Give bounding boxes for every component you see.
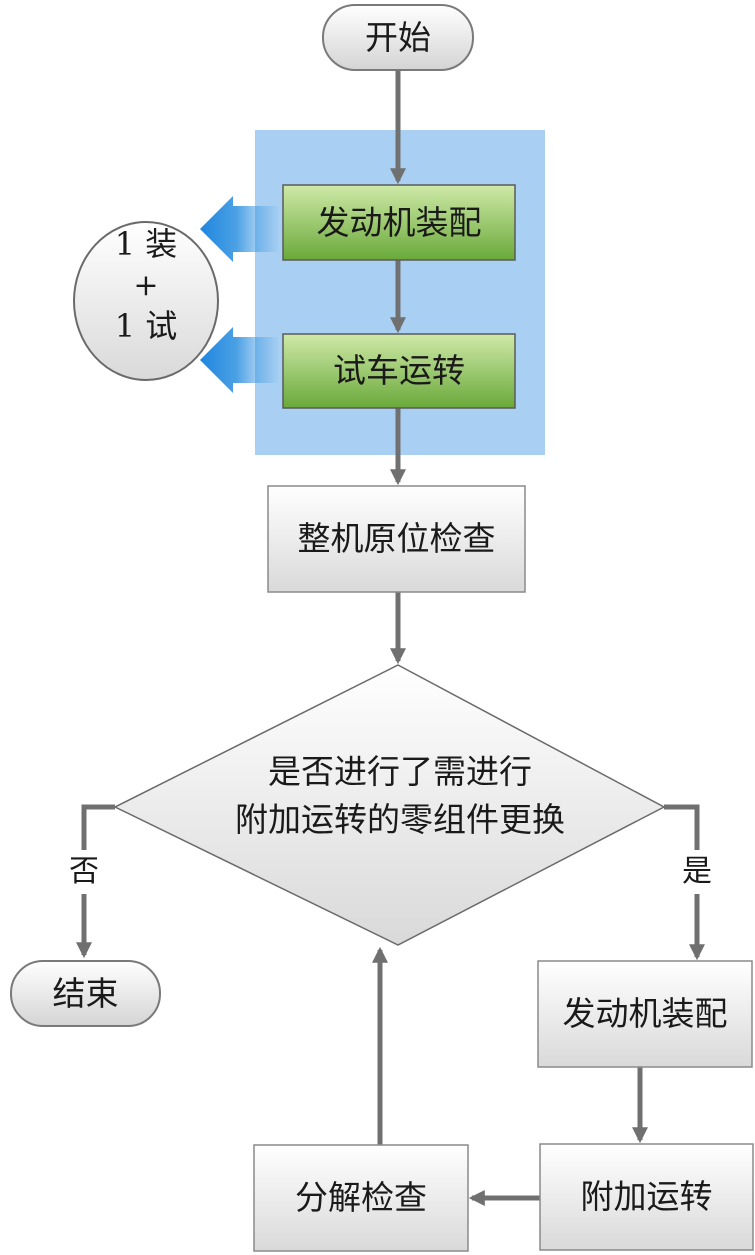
pointer-arrow-test — [200, 327, 280, 393]
end-node — [10, 960, 161, 1027]
start-node — [322, 4, 474, 71]
assemble-node — [282, 184, 516, 261]
reassemble-node — [537, 960, 753, 1068]
edge-label-no-bg — [62, 850, 106, 894]
edge-decision-end — [75, 804, 115, 959]
edge-label-yes-bg — [675, 850, 719, 894]
side-note-ellipse — [73, 221, 219, 381]
disassemble-node — [253, 1144, 469, 1252]
inspect-node — [267, 485, 526, 593]
edge-decision-reassemble — [664, 804, 706, 961]
decision-node — [113, 664, 666, 946]
test-run-node — [282, 333, 516, 409]
extra-run-node — [539, 1143, 754, 1251]
connectors — [75, 70, 706, 1207]
pointer-arrow-assemble — [200, 196, 280, 262]
